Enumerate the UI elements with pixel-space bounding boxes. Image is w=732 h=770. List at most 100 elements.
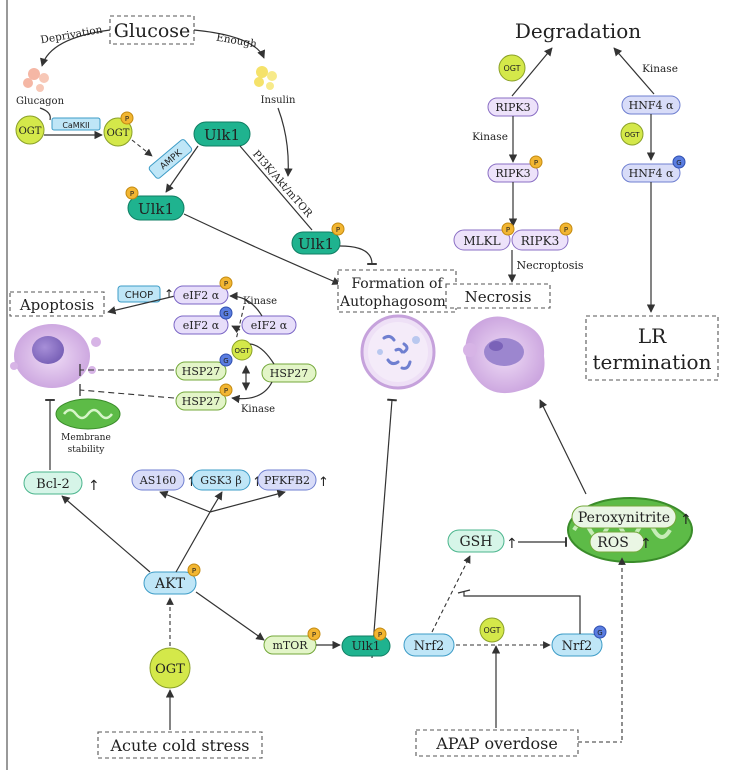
svg-text:Formation of: Formation of <box>351 276 444 292</box>
svg-text:P: P <box>192 567 196 575</box>
svg-text:G: G <box>597 629 602 637</box>
svg-text:Bcl-2: Bcl-2 <box>36 477 70 492</box>
akt-node <box>143 571 197 595</box>
svg-text:LR: LR <box>638 324 667 348</box>
svg-text:PFKFB2: PFKFB2 <box>264 474 310 487</box>
svg-text:Ulk1: Ulk1 <box>204 126 240 144</box>
ogt-node-6 <box>620 122 644 146</box>
svg-text:P: P <box>125 115 129 123</box>
eif2a-p-node <box>173 285 229 305</box>
enough-label: Enough <box>215 32 258 51</box>
chop-box <box>117 285 161 303</box>
svg-text:eIF2 α: eIF2 α <box>183 319 220 332</box>
svg-text:Ulk1: Ulk1 <box>138 200 174 218</box>
apoptotic-cell-icon <box>10 324 101 388</box>
svg-text:Nrf2: Nrf2 <box>562 639 593 654</box>
deprivation-label: Deprivation <box>40 24 104 47</box>
svg-text:Acute cold stress: Acute cold stress <box>109 736 249 755</box>
pi3k-label: PI3K/Akt/mTOR <box>250 148 315 220</box>
svg-text:G: G <box>676 159 681 167</box>
p-badge <box>120 111 134 125</box>
svg-text:P: P <box>534 159 538 167</box>
ripk3-node-3 <box>511 229 569 251</box>
svg-text:P: P <box>378 631 382 639</box>
svg-text:CHOP: CHOP <box>125 290 153 301</box>
lr-termination-box <box>585 315 719 381</box>
svg-text:HSP27: HSP27 <box>270 367 309 380</box>
svg-text:P: P <box>224 387 228 395</box>
svg-text:OGT: OGT <box>625 131 641 139</box>
svg-text:ROS: ROS <box>597 535 629 551</box>
svg-text:↑: ↑ <box>680 512 692 528</box>
ulk1-node-1 <box>193 121 251 147</box>
svg-text:HNF4 α: HNF4 α <box>629 99 674 112</box>
svg-text:HNF4 α: HNF4 α <box>629 167 674 180</box>
necrotic-cell-icon <box>463 316 545 394</box>
as160-node <box>131 469 185 491</box>
hsp27-g-node <box>175 361 227 381</box>
insulin-icon <box>254 66 277 90</box>
ogt-node-1 <box>15 115 45 145</box>
eif2a-node <box>241 315 297 335</box>
svg-text:↑: ↑ <box>640 536 652 552</box>
svg-text:Kinase: Kinase <box>241 404 275 415</box>
apap-overdose-box <box>415 729 579 757</box>
svg-text:AKT: AKT <box>154 576 186 592</box>
ogt-node-3 <box>231 339 253 361</box>
ros-node <box>589 531 645 553</box>
svg-text:termination: termination <box>593 350 712 374</box>
svg-text:RIPK3: RIPK3 <box>495 167 530 180</box>
svg-text:Peroxynitrite: Peroxynitrite <box>578 510 670 526</box>
glucagon-icon <box>23 68 49 92</box>
camkii-box <box>51 117 101 131</box>
insulin-label: Insulin <box>261 95 296 106</box>
pfkfb2-node <box>257 469 317 491</box>
svg-text:P: P <box>564 226 568 234</box>
autophagosome-box <box>337 269 457 313</box>
mlkl-node <box>453 229 511 251</box>
peroxynitrite-node <box>571 505 677 529</box>
svg-text:G: G <box>223 310 228 318</box>
svg-text:P: P <box>224 280 228 288</box>
svg-text:↑: ↑ <box>88 478 100 494</box>
svg-text:RIPK3: RIPK3 <box>521 234 559 248</box>
gsh-node <box>447 529 505 553</box>
hsp27-node <box>261 363 317 383</box>
svg-text:G: G <box>223 357 228 365</box>
svg-text:eIF2 α: eIF2 α <box>251 319 288 332</box>
autophagosome-icon <box>360 314 436 390</box>
svg-text:MLKL: MLKL <box>463 234 500 248</box>
glucagon-label: Glucagon <box>16 96 65 107</box>
svg-text:OGT: OGT <box>483 626 500 635</box>
glucose-label: Glucose <box>114 20 191 42</box>
svg-text:OGT: OGT <box>107 128 130 139</box>
eif2a-g-node <box>173 315 229 335</box>
ulk1-node-3 <box>291 231 341 255</box>
svg-text:Kinase: Kinase <box>472 131 508 143</box>
svg-text:P: P <box>312 631 316 639</box>
svg-text:Apoptosis: Apoptosis <box>19 296 94 314</box>
nrf2-node-2 <box>551 633 603 657</box>
svg-text:OGT: OGT <box>19 126 42 137</box>
svg-text:GSK3 β: GSK3 β <box>200 474 241 487</box>
svg-text:↑: ↑ <box>252 475 263 490</box>
hsp27-p-node <box>175 391 227 411</box>
svg-text:OGT: OGT <box>155 662 185 677</box>
acute-cold-stress-box <box>97 731 263 759</box>
degradation-label: Degradation <box>515 19 641 43</box>
ogt-node-5 <box>498 54 526 82</box>
apoptosis-box <box>9 291 105 317</box>
svg-text:P: P <box>130 190 134 198</box>
svg-text:GSH: GSH <box>460 534 493 550</box>
gsk3b-node <box>191 469 251 491</box>
ampk-box: AMPK <box>148 139 193 179</box>
svg-text:Kinase: Kinase <box>243 296 277 307</box>
svg-text:HSP27: HSP27 <box>182 365 221 378</box>
svg-text:P: P <box>336 226 340 234</box>
ogt-node-2 <box>103 117 133 147</box>
ulk1-node-4 <box>341 635 391 657</box>
svg-text:Ulk1: Ulk1 <box>352 639 381 653</box>
svg-text:Necroptosis: Necroptosis <box>516 259 583 272</box>
svg-text:↑: ↑ <box>164 287 174 301</box>
